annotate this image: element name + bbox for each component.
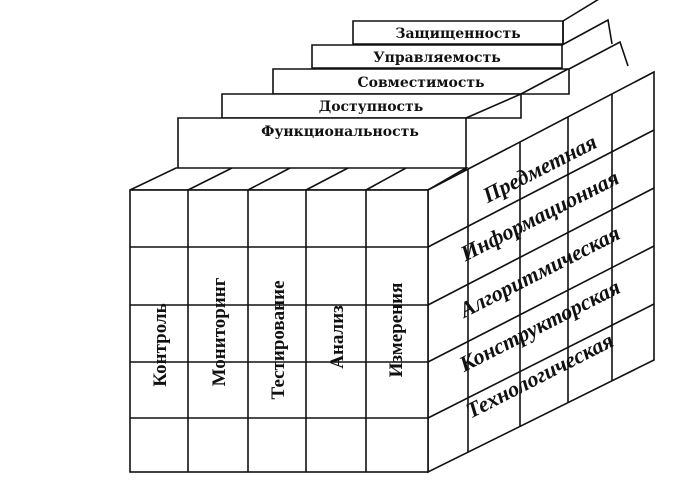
tab-label-sovmestimost: Совместимость bbox=[357, 75, 484, 91]
cube-front-face bbox=[129, 189, 429, 473]
tab-label-upravlyaemost: Управляемость bbox=[373, 50, 501, 66]
cube-front-grid bbox=[130, 190, 428, 472]
cube-top-face bbox=[129, 167, 469, 191]
tab-side-edges bbox=[465, 18, 629, 119]
cube-top-grid bbox=[187, 167, 407, 191]
tab-label-funktsionalnost: Функциональность bbox=[261, 124, 419, 140]
column-label-analiz: Анализ bbox=[327, 305, 348, 369]
column-label-monitoring: Мониторинг bbox=[209, 277, 230, 386]
tab-label-dostupnost: Доступность bbox=[319, 99, 423, 115]
column-label-testirovanie: Тестирование bbox=[268, 280, 289, 399]
tab-funktsionalnost: Функциональность bbox=[177, 117, 467, 171]
cube-right-grid bbox=[427, 94, 655, 452]
column-labels: Контроль Мониторинг Тестирование Анализ … bbox=[150, 277, 407, 399]
tab-label-zashchishchennost: Защищенность bbox=[395, 26, 520, 42]
column-label-kontrol: Контроль bbox=[150, 303, 171, 386]
tab-dostupnost: Доступность bbox=[221, 93, 522, 119]
tab-sovmestimost: Совместимость bbox=[272, 68, 570, 95]
column-label-izmereniya: Измерения bbox=[386, 283, 407, 378]
tab-upravlyaemost: Управляемость bbox=[311, 44, 563, 69]
tab-zashchishchennost: Защищенность bbox=[352, 0, 599, 45]
